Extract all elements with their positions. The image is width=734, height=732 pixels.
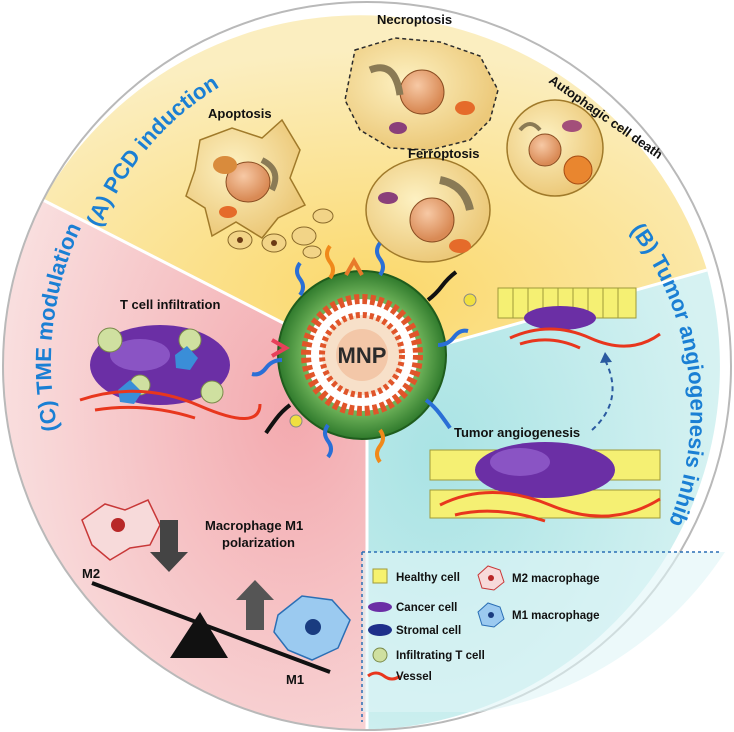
balance-scale — [91, 581, 331, 674]
svg-text:Cancer cell: Cancer cell — [396, 602, 457, 614]
label-apoptosis: Apoptosis — [208, 106, 272, 121]
legend-panel — [361, 551, 725, 722]
svg-text:M2 macrophage: M2 macrophage — [512, 573, 600, 585]
legend-item-vessel: Vessel — [367, 671, 432, 683]
sector-tme — [2, 200, 367, 730]
apoptosis-cell — [185, 118, 307, 239]
arrow-up-icon — [236, 580, 274, 630]
label-m2: M2 — [82, 566, 100, 581]
label-tumor-angiogenesis: Tumor angiogenesis — [454, 425, 580, 440]
legend-item-m2: M2 macrophage — [477, 565, 600, 591]
arrow-down-icon — [150, 520, 188, 572]
svg-text:M1 macrophage: M1 macrophage — [512, 610, 600, 622]
mnp-ligands — [251, 241, 469, 464]
legend-item-m1: M1 macrophage — [477, 602, 600, 628]
svg-text:Vessel: Vessel — [396, 671, 432, 683]
svg-text:Stromal cell: Stromal cell — [396, 625, 461, 637]
svg-text:Healthy cell: Healthy cell — [396, 572, 460, 584]
vessel-wall-bottom — [429, 442, 661, 523]
m2-macrophage — [81, 499, 161, 561]
ferroptosis-cell — [365, 157, 491, 263]
legend-item-healthy: Healthy cell — [372, 568, 460, 584]
legend-item-stromal: Stromal cell — [368, 624, 461, 637]
apoptotic-bodies — [227, 208, 334, 259]
angio-dashed-arrow — [591, 359, 614, 431]
tcell-cluster — [79, 325, 262, 420]
mnp-label: MNP — [338, 343, 387, 368]
m1-macrophage — [273, 595, 351, 661]
label-necroptosis: Necroptosis — [377, 12, 452, 27]
label-polarization-2: polarization — [222, 535, 295, 550]
label-ferroptosis: Ferroptosis — [408, 146, 480, 161]
autophagic-cell — [506, 99, 604, 197]
legend-item-cancer: Cancer cell — [368, 602, 457, 614]
label-m1: M1 — [286, 672, 304, 687]
legend: Healthy cell Cancer cell Stromal cell In… — [367, 565, 600, 683]
vessel-wall-top — [497, 287, 661, 350]
legend-item-tcell: Infiltrating T cell — [372, 647, 485, 663]
svg-text:Infiltrating T cell: Infiltrating T cell — [396, 650, 485, 662]
mnp-nanoparticle: MNP — [277, 270, 447, 440]
necroptosis-cell — [344, 37, 499, 151]
label-t-cell-infiltration: T cell infiltration — [120, 297, 220, 312]
label-polarization-1: Macrophage M1 — [205, 518, 303, 533]
